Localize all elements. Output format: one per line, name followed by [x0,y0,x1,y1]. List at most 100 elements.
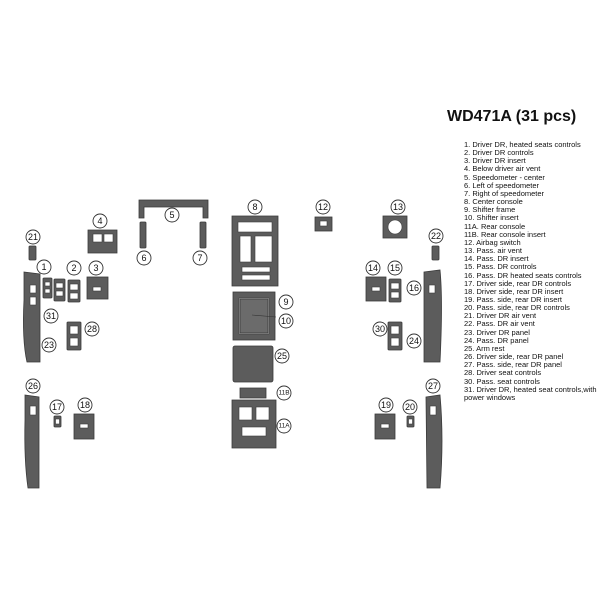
svg-text:30: 30 [375,324,385,334]
svg-text:15: 15 [390,263,400,273]
callout-12: 12 [315,199,331,215]
svg-text:26: 26 [28,381,38,391]
legend-item: 16. Pass. DR heated seats controls [464,270,582,280]
legend-item: 30. Pass. seat controls [464,376,540,386]
part-5-speedometer-center [138,199,209,219]
part-4-below-driver-air-vent [87,229,118,254]
part-1-driver-dr-heated-seats-controls [42,277,53,299]
legend-item: 19. Pass. side, rear DR insert [464,294,562,304]
svg-text:1: 1 [41,262,46,272]
part-8-center-console [231,215,279,287]
part-26-driver-side-rear-dr-panel [24,394,40,489]
svg-text:12: 12 [318,202,328,212]
callout-4: 4 [92,213,108,229]
callout-11b: 11B [276,385,292,401]
part-14-pass-dr-insert [365,276,387,302]
svg-text:8: 8 [252,202,257,212]
svg-text:2: 2 [71,263,76,273]
legend-item: 11A. Rear console [464,221,526,231]
svg-text:10: 10 [281,316,291,326]
legend-item: 17. Driver side, rear DR controls [464,278,572,288]
svg-text:5: 5 [169,210,174,220]
callout-11a: 11A [276,418,292,434]
callout-1: 1 [36,259,52,275]
svg-text:21: 21 [28,232,38,242]
part-19-pass-side-rear-dr-insert [374,413,396,440]
legend-item: 13. Pass. air vent [464,246,522,256]
legend-item: 2. Driver DR controls [464,148,534,158]
part-17-driver-side-rear-dr-controls [53,415,62,428]
callout-17: 17 [49,399,65,415]
callout-27: 27 [425,378,441,394]
svg-text:6: 6 [141,253,146,263]
svg-text:9: 9 [283,297,288,307]
legend-item: 23. Driver DR panel [464,327,530,337]
part-13-pass-air-vent [382,215,408,239]
part-12-airbag-switch [314,216,333,232]
legend-item: 27. Pass. side, rear DR panel [464,360,562,370]
callout-22: 22 [428,228,444,244]
svg-text:17: 17 [52,402,62,412]
svg-text:27: 27 [428,381,438,391]
callout-26: 26 [25,378,41,394]
legend-item: 11B. Rear console insert [464,229,546,239]
callout-16: 16 [406,280,422,296]
svg-text:31: 31 [46,311,56,321]
svg-text:23: 23 [44,340,54,350]
part-30-pass-seat-controls [387,321,403,351]
callout-30: 30 [372,321,388,337]
svg-text:24: 24 [409,336,419,346]
part-25-arm-rest [232,345,274,383]
legend-item: 7. Right of speedometer [464,188,545,198]
legend-item: 3. Driver DR insert [464,156,526,166]
callout-15: 15 [387,260,403,276]
part-24-pass-dr-panel [423,269,442,363]
callout-5: 5 [164,207,180,223]
legend-item: 20. Pass. side, rear DR controls [464,303,570,313]
callout-25: 25 [274,348,290,364]
part-3-driver-dr-insert [86,276,109,300]
part-27-pass-side-rear-dr-panel [425,394,443,489]
callout-6: 6 [136,250,152,266]
callout-10: 10 [278,313,294,329]
callout-8: 8 [247,199,263,215]
legend-item: 28. Driver seat controls [464,368,542,378]
callout-7: 7 [192,250,208,266]
legend-item: 10. Shifter insert [464,213,519,223]
legend-item: 6. Left of speedometer [464,180,540,190]
callout-28: 28 [84,321,100,337]
svg-text:16: 16 [409,283,419,293]
svg-text:13: 13 [393,202,403,212]
svg-text:11A: 11A [278,423,290,430]
legend-item: 12. Airbag switch [464,237,521,247]
callout-2: 2 [66,260,82,276]
legend-item: 4. Below driver air vent [464,164,541,174]
part-31-driver-dr-heated-seat-controls-power-windows [53,278,66,302]
svg-text:28: 28 [87,324,97,334]
callout-21: 21 [25,229,41,245]
svg-text:25: 25 [277,351,287,361]
part-11b-rear-console-insert [239,387,267,399]
part-2-driver-dr-controls [67,279,81,303]
part-21-driver-dr-air-vent [28,245,37,261]
legend-item: 1. Driver DR, heated seats controls [464,140,581,149]
callout-3: 3 [88,260,104,276]
callout-31: 31 [43,308,59,324]
legend-item: 21. Driver DR air vent [464,311,537,321]
legend-item: 24. Pass. DR panel [464,335,529,345]
callout-14: 14 [365,260,381,276]
callout-23: 23 [41,337,57,353]
callout-20: 20 [402,399,418,415]
svg-text:22: 22 [431,231,441,241]
legend-item: 8. Center console [464,197,523,207]
svg-text:19: 19 [381,400,391,410]
kit-title: WD471A (31 pcs) [447,108,577,125]
svg-text:14: 14 [368,263,378,273]
legend-item: 26. Driver side, rear DR panel [464,352,564,362]
svg-text:4: 4 [97,216,102,226]
callout-19: 19 [378,397,394,413]
callout-24: 24 [406,333,422,349]
legend-item: 25. Arm rest [464,343,505,353]
legend-item: 31. Driver DR, heated seat controls,with… [464,384,597,402]
